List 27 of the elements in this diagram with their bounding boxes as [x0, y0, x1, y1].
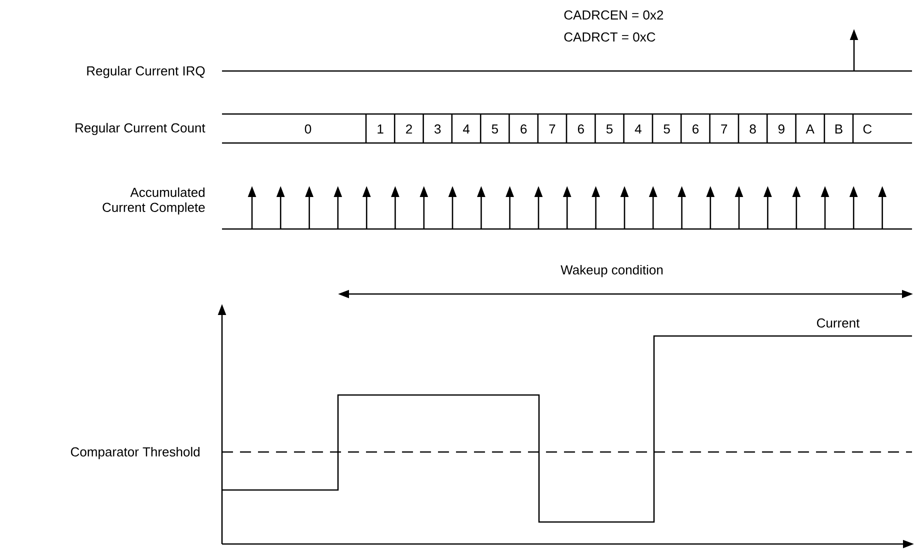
- count-value: 2: [406, 124, 412, 134]
- count-value: 6: [578, 124, 584, 134]
- curve-label: Current: [817, 318, 860, 328]
- count-value: 7: [549, 124, 556, 134]
- signal-label: Accumulated Current Complete: [102, 187, 205, 215]
- count-value: 6: [692, 124, 699, 134]
- count-value: A: [806, 124, 814, 134]
- count-value: 7: [721, 124, 728, 134]
- signal-label: Regular Current Count: [76, 122, 206, 136]
- count-value: 9: [778, 124, 784, 134]
- count-value: 3: [434, 124, 441, 134]
- signal-label: Comparator Threshold: [70, 446, 200, 460]
- count-value: 5: [664, 124, 670, 134]
- count-value: 5: [492, 124, 498, 134]
- register-label: CADRCT = 0xC: [564, 32, 656, 42]
- count-value: 8: [750, 124, 756, 134]
- count-value: 5: [606, 124, 613, 134]
- count-value: 4: [634, 124, 642, 134]
- count-value: C: [863, 124, 872, 134]
- register-label: CADRCEN = 0x2: [564, 10, 664, 20]
- count-value: 1: [378, 124, 384, 134]
- dimension-label: Wakeup condition: [560, 264, 663, 278]
- signal-label: Regular Current IRQ: [87, 66, 205, 78]
- count-value: B: [835, 124, 842, 134]
- count-value: 4: [463, 124, 470, 134]
- count-value: 0: [304, 124, 312, 134]
- count-value: 6: [520, 124, 527, 134]
